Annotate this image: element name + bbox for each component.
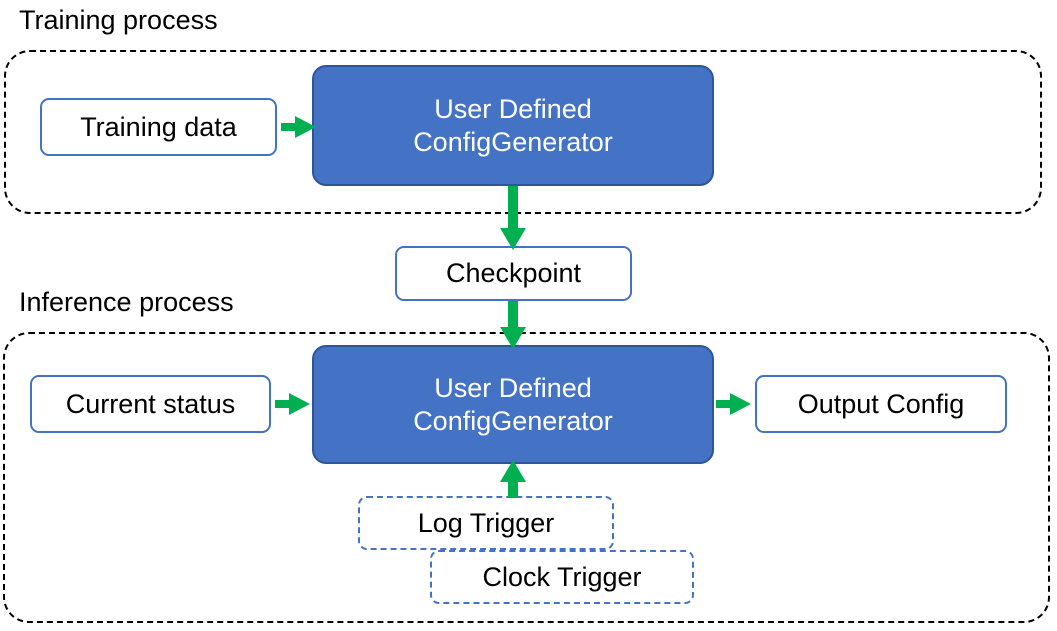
node-inference-user-defined-configgenerator[interactable]: User Defined ConfigGenerator (312, 345, 714, 464)
node-clock-trigger[interactable]: Clock Trigger (430, 550, 694, 604)
node-current-status[interactable]: Current status (30, 375, 271, 433)
node-checkpoint[interactable]: Checkpoint (395, 246, 632, 301)
node-training-user-defined-configgenerator[interactable]: User Defined ConfigGenerator (312, 65, 714, 186)
node-training-data[interactable]: Training data (40, 98, 277, 156)
inference-process-container (3, 332, 1050, 623)
training-process-caption: Training process (19, 5, 218, 35)
node-output-config[interactable]: Output Config (755, 375, 1007, 433)
inference-process-caption: Inference process (19, 287, 234, 317)
node-log-trigger[interactable]: Log Trigger (358, 496, 614, 550)
training-process-container (4, 50, 1042, 214)
